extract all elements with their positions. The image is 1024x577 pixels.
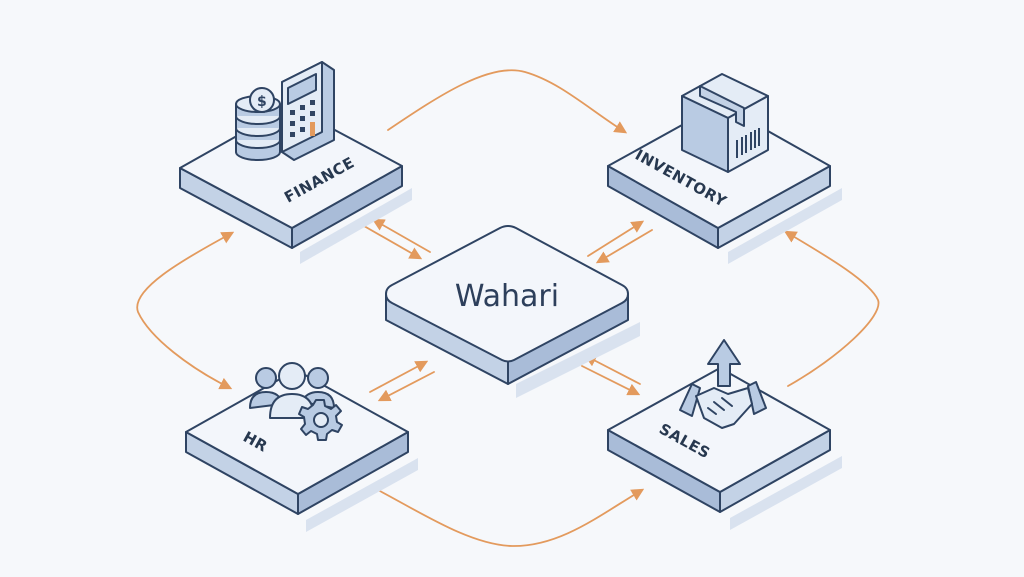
svg-text:$: $ bbox=[257, 94, 267, 110]
spoke-inventory-in bbox=[595, 229, 653, 264]
hub-label: Wahari bbox=[455, 279, 559, 314]
spoke-hr-in bbox=[377, 371, 435, 402]
package-box-icon bbox=[681, 73, 769, 173]
module-inventory: INVENTORY bbox=[607, 73, 842, 264]
handshake-arrow-icon bbox=[679, 339, 767, 429]
connector-hr-finance bbox=[136, 231, 235, 390]
hub-wahari: Wahari bbox=[385, 225, 640, 398]
spoke-finance-out bbox=[363, 225, 423, 260]
connector-finance-inventory bbox=[387, 69, 628, 134]
spoke-sales-in bbox=[583, 354, 641, 385]
spoke-sales-out bbox=[581, 365, 641, 396]
module-sales: SALES bbox=[607, 339, 842, 530]
outer-connectors bbox=[136, 69, 880, 547]
spoke-inventory-out bbox=[587, 220, 645, 257]
spoke-hr-out bbox=[369, 360, 429, 393]
connector-inventory-sales bbox=[783, 230, 880, 387]
module-finance: $ FINANCE bbox=[179, 61, 412, 264]
spoke-finance-in bbox=[371, 218, 431, 253]
hub-spoke-connectors bbox=[363, 218, 653, 402]
coins-calculator-icon: $ bbox=[235, 61, 335, 161]
connector-hr-sales bbox=[377, 488, 645, 547]
people-gear-icon bbox=[249, 362, 343, 441]
module-hr: HR bbox=[185, 362, 418, 532]
